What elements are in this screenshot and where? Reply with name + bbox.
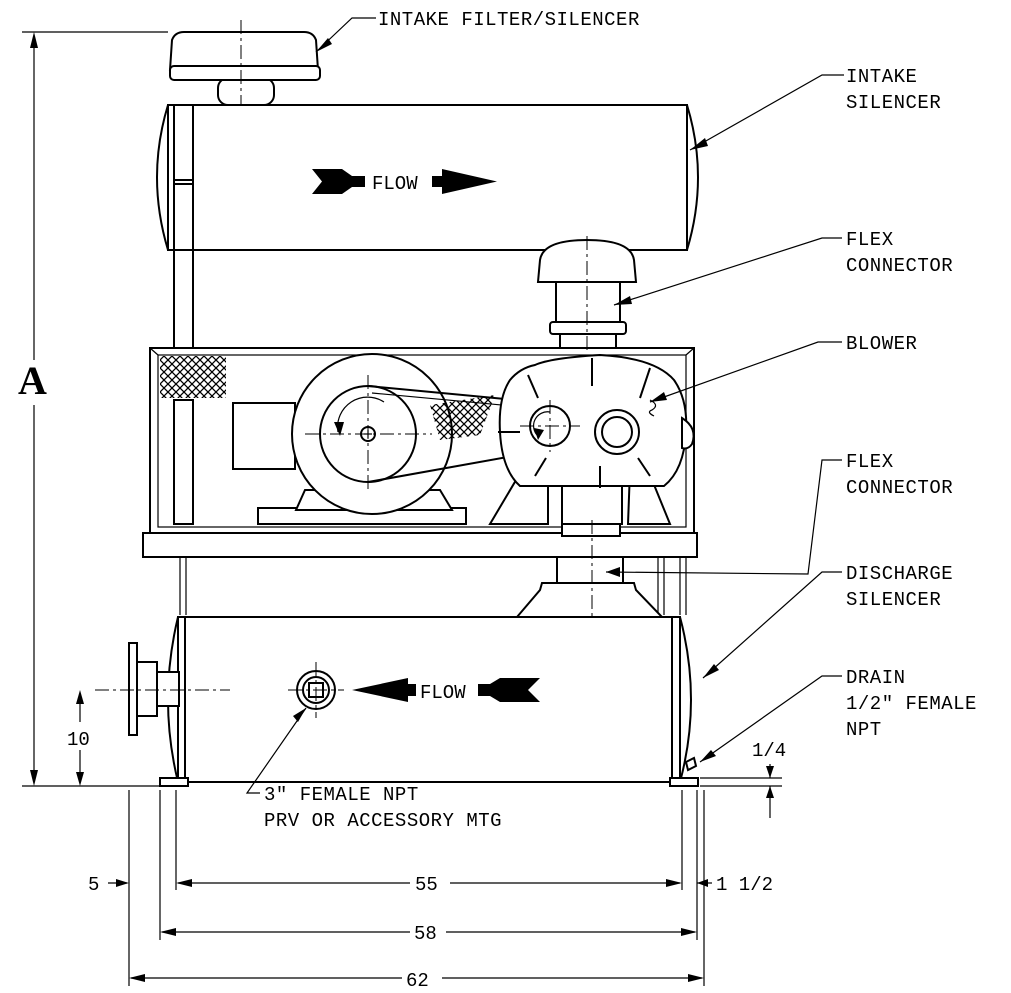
dimension-lines xyxy=(22,31,782,986)
support-legs xyxy=(179,557,687,615)
flow-arrow-bottom-head xyxy=(352,678,416,702)
intake-silencer: FLOW xyxy=(156,104,699,251)
motor xyxy=(232,353,467,525)
label-drain-2: 1/2" FEMALE xyxy=(846,693,977,715)
label-intake-filter: INTAKE FILTER/SILENCER xyxy=(378,9,640,31)
discharge-silencer: FLOW xyxy=(95,616,699,787)
leader-lines xyxy=(245,17,844,794)
frame-strut xyxy=(173,250,194,348)
label-flex-connector-top-2: CONNECTOR xyxy=(846,255,953,277)
blower-unit xyxy=(488,353,695,525)
dim-height-a: A xyxy=(18,358,47,403)
dim-base-span: 58 xyxy=(414,923,437,945)
label-flex-connector-top-1: FLEX xyxy=(846,229,894,251)
dim-flange-offset: 5 xyxy=(88,874,99,896)
flex-connector-top xyxy=(536,236,638,352)
label-flex-connector-bottom-2: CONNECTOR xyxy=(846,477,953,499)
flex-connector-bottom xyxy=(514,520,665,620)
flow-arrow-bottom-tail xyxy=(478,678,540,702)
label-discharge-silencer-1: DISCHARGE xyxy=(846,563,953,585)
flow-label-bottom: FLOW xyxy=(420,682,466,704)
label-intake-silencer-2: SILENCER xyxy=(846,92,941,114)
dim-overall-span: 62 xyxy=(406,970,429,992)
dimension-values: A 10 1/4 5 55 1 1/2 58 62 xyxy=(18,358,786,992)
label-npt-1: 3" FEMALE NPT xyxy=(264,784,419,806)
label-npt-2: PRV OR ACCESSORY MTG xyxy=(264,810,502,832)
label-intake-silencer-1: INTAKE xyxy=(846,66,917,88)
label-flex-connector-bottom-1: FLEX xyxy=(846,451,894,473)
dim-inner-span: 55 xyxy=(415,874,438,896)
dim-inlet-height: 10 xyxy=(67,729,90,751)
callouts: INTAKE FILTER/SILENCER INTAKE SILENCER F… xyxy=(264,9,977,832)
flow-arrow-top-tail xyxy=(312,169,365,194)
flow-label-top: FLOW xyxy=(372,173,418,195)
intake-filter xyxy=(168,20,321,120)
label-drain-1: DRAIN xyxy=(846,667,906,689)
blower-enclosure xyxy=(149,347,695,534)
label-blower: BLOWER xyxy=(846,333,917,355)
dim-right-offset: 1 1/2 xyxy=(716,874,773,896)
label-discharge-silencer-2: SILENCER xyxy=(846,589,941,611)
label-drain-3: NPT xyxy=(846,719,882,741)
dim-foot-offset: 1/4 xyxy=(752,740,786,762)
flow-arrow-top-head xyxy=(432,169,497,194)
